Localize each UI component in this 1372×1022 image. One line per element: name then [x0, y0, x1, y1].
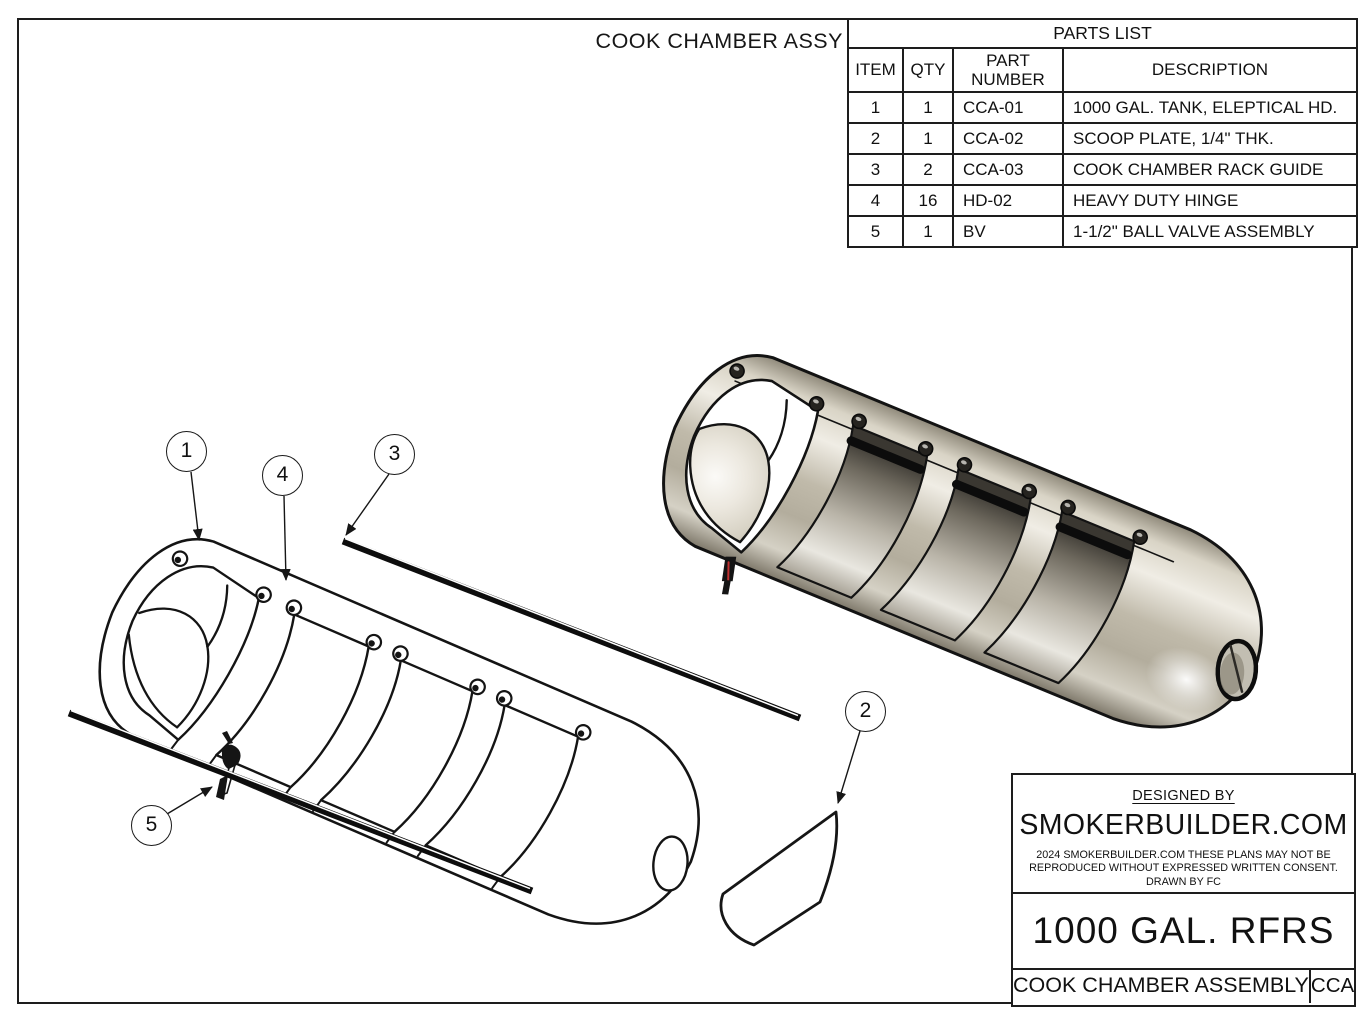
assembly-name: COOK CHAMBER ASSEMBLY: [1013, 973, 1309, 997]
table-row: 2 1 CCA-02 SCOOP PLATE, 1/4" THK.: [847, 122, 1358, 155]
cell-part-number: BV: [952, 215, 1064, 248]
leader-balloon-2: [836, 730, 861, 804]
cell-description: HEAVY DUTY HINGE: [1062, 184, 1358, 217]
cell-item: 4: [847, 184, 904, 217]
balloon-5: 5: [131, 805, 172, 846]
leader-balloon-5: [166, 786, 213, 815]
balloon-2: 2: [845, 691, 886, 732]
dome-highlight: [1145, 647, 1227, 712]
cell-qty: 16: [902, 184, 954, 217]
col-header-item: ITEM: [847, 47, 904, 93]
leader-balloon-3: [345, 473, 390, 536]
tank-wireframe-view: [98, 537, 700, 925]
company-name: SMOKERBUILDER.COM: [1019, 809, 1348, 841]
balloon-3: 3: [374, 434, 415, 475]
col-header-description: DESCRIPTION: [1062, 47, 1358, 93]
copyright-notice: 2024 SMOKERBUILDER.COM THESE PLANS MAY N…: [1029, 849, 1338, 875]
cell-item: 2: [847, 122, 904, 155]
table-row: 3 2 CCA-03 COOK CHAMBER RACK GUIDE: [847, 153, 1358, 186]
head-dome: [688, 423, 771, 544]
table-row: 5 1 BV 1-1/2" BALL VALVE ASSEMBLY: [847, 215, 1358, 248]
parts-list-title: PARTS LIST: [847, 18, 1358, 49]
parts-list-table: PARTS LIST ITEM QTY PART NUMBER DESCRIPT…: [847, 18, 1358, 248]
balloon-4: 4: [262, 455, 303, 496]
sheet-border: [17, 18, 1353, 1004]
title-block-designer-section: DESIGNED BY SMOKERBUILDER.COM 2024 SMOKE…: [1013, 775, 1354, 894]
drawing-code: CCA: [1308, 970, 1354, 1003]
cell-item: 3: [847, 153, 904, 186]
table-row: 1 1 CCA-01 1000 GAL. TANK, ELEPTICAL HD.: [847, 91, 1358, 124]
cell-description: SCOOP PLATE, 1/4" THK.: [1062, 122, 1358, 155]
cell-qty: 1: [902, 215, 954, 248]
end-opening-rendered: [1215, 638, 1259, 702]
hinges-wireframe: [171, 550, 592, 741]
cell-item: 1: [847, 91, 904, 124]
cell-qty: 1: [902, 91, 954, 124]
cell-description: COOK CHAMBER RACK GUIDE: [1062, 153, 1358, 186]
col-header-qty: QTY: [902, 47, 954, 93]
parts-list-header-row: ITEM QTY PART NUMBER DESCRIPTION: [847, 47, 1358, 93]
drawn-by: DRAWN BY FC: [1146, 875, 1221, 888]
end-opening: [652, 835, 689, 892]
hinges-rendered: [729, 363, 1148, 546]
door-openings: [215, 613, 580, 879]
door-panels: [776, 424, 1136, 685]
ball-valve-rendered: [721, 556, 737, 595]
designed-by-label: DESIGNED BY: [1132, 788, 1235, 804]
title-block: DESIGNED BY SMOKERBUILDER.COM 2024 SMOKE…: [1011, 773, 1356, 1007]
cell-part-number: CCA-02: [952, 122, 1064, 155]
drawing-title: COOK CHAMBER ASSY: [595, 29, 843, 53]
col-header-part-number: PART NUMBER: [952, 47, 1064, 93]
tank-rendered-view: [662, 354, 1263, 729]
title-block-bottom-row: COOK CHAMBER ASSEMBLY CCA: [1013, 970, 1354, 1003]
cell-part-number: HD-02: [952, 184, 1064, 217]
leader-lines: [166, 471, 861, 815]
cell-qty: 1: [902, 122, 954, 155]
door-gap-stripes: [846, 436, 1133, 560]
cell-description: 1-1/2" BALL VALVE ASSEMBLY: [1062, 215, 1358, 248]
cell-item: 5: [847, 215, 904, 248]
head-dome-lines: [127, 584, 229, 729]
table-row: 4 16 HD-02 HEAVY DUTY HINGE: [847, 184, 1358, 217]
scoop-plate: [719, 810, 839, 947]
rack-guide-rail-lower: [67, 709, 534, 895]
leader-balloon-4: [280, 495, 291, 581]
rack-guide-rail-upper: [341, 537, 802, 722]
model-title: 1000 GAL. RFRS: [1013, 894, 1354, 970]
cell-part-number: CCA-01: [952, 91, 1064, 124]
balloon-1: 1: [166, 431, 207, 472]
leader-balloon-1: [190, 471, 203, 541]
cell-part-number: CCA-03: [952, 153, 1064, 186]
cell-description: 1000 GAL. TANK, ELEPTICAL HD.: [1062, 91, 1358, 124]
cell-qty: 2: [902, 153, 954, 186]
